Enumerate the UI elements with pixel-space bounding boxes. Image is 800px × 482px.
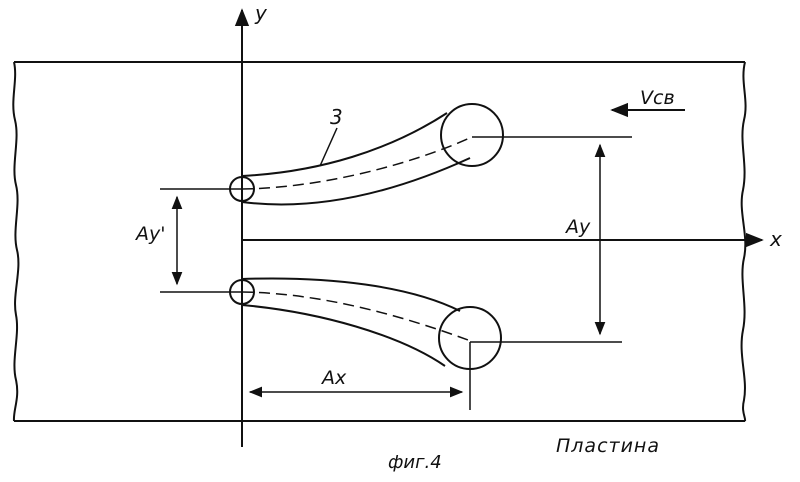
y-axis-label: y — [254, 1, 268, 25]
part-3-callout: 3 — [320, 105, 343, 166]
x-axis: x — [242, 227, 782, 251]
x-axis-label: x — [769, 227, 782, 251]
velocity-label: Vсв — [640, 87, 675, 109]
dimension-ax: Ax — [250, 342, 470, 410]
figure-caption: фиг.4 — [388, 452, 442, 473]
plate-caption: Пластина — [556, 435, 660, 457]
upper-electrode — [230, 104, 632, 204]
velocity-vector: Vсв — [612, 87, 685, 110]
ay-prime-label: Ay' — [134, 223, 165, 245]
dimension-ay-prime: Ay' — [134, 189, 242, 292]
lower-electrode — [230, 278, 622, 369]
ay-label: Ay — [564, 216, 591, 238]
upper-large-circle — [441, 104, 503, 166]
plate-outline — [13, 62, 745, 421]
y-axis: y — [242, 1, 268, 447]
ax-label: Ax — [320, 367, 347, 389]
part-number-label: 3 — [330, 105, 343, 129]
